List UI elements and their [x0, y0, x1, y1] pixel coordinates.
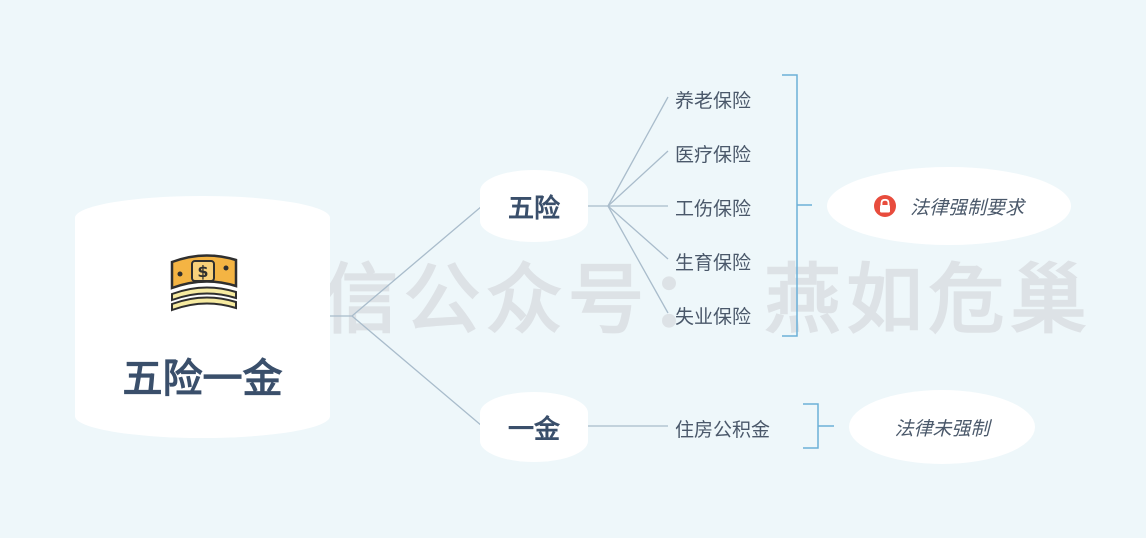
root-title: 五险一金: [122, 356, 283, 402]
lock-icon: [873, 195, 896, 217]
connector-root-wuxian: [330, 205, 483, 317]
summary-not-mandatory-text: 法律未强制: [894, 417, 990, 440]
connector-root-yijin: [351, 315, 483, 427]
leaf-work-injury-insurance[interactable]: 工伤保险: [675, 198, 752, 220]
leaf-medical-insurance[interactable]: 医疗保险: [675, 144, 752, 166]
connector-child-2: [607, 150, 669, 207]
bracket-wuxian: [782, 74, 798, 337]
connector-child-4: [607, 205, 669, 260]
leaf-maternity-insurance[interactable]: 生育保险: [675, 252, 752, 274]
leaf-unemployment-insurance[interactable]: 失业保险: [675, 306, 752, 328]
watermark: 微信公众号： 燕如危巢: [240, 255, 1093, 344]
root-node[interactable]: $ 五险一金: [75, 196, 330, 438]
leaf-housing-fund[interactable]: 住房公积金: [675, 419, 771, 441]
leaf-pension-insurance[interactable]: 养老保险: [675, 90, 752, 112]
summary-mandatory[interactable]: 法律强制要求: [827, 167, 1071, 245]
summary-mandatory-text: 法律强制要求: [909, 196, 1024, 219]
branch-wuxian[interactable]: 五险: [480, 170, 588, 242]
svg-text:$: $: [197, 262, 208, 281]
money-bill-icon: $: [170, 254, 238, 312]
connector-child-5: [607, 205, 669, 314]
branch-yijin[interactable]: 一金: [480, 392, 588, 462]
bracket-yijin: [803, 403, 819, 449]
connector-child-1: [607, 96, 669, 207]
summary-not-mandatory[interactable]: 法律未强制: [849, 390, 1035, 464]
